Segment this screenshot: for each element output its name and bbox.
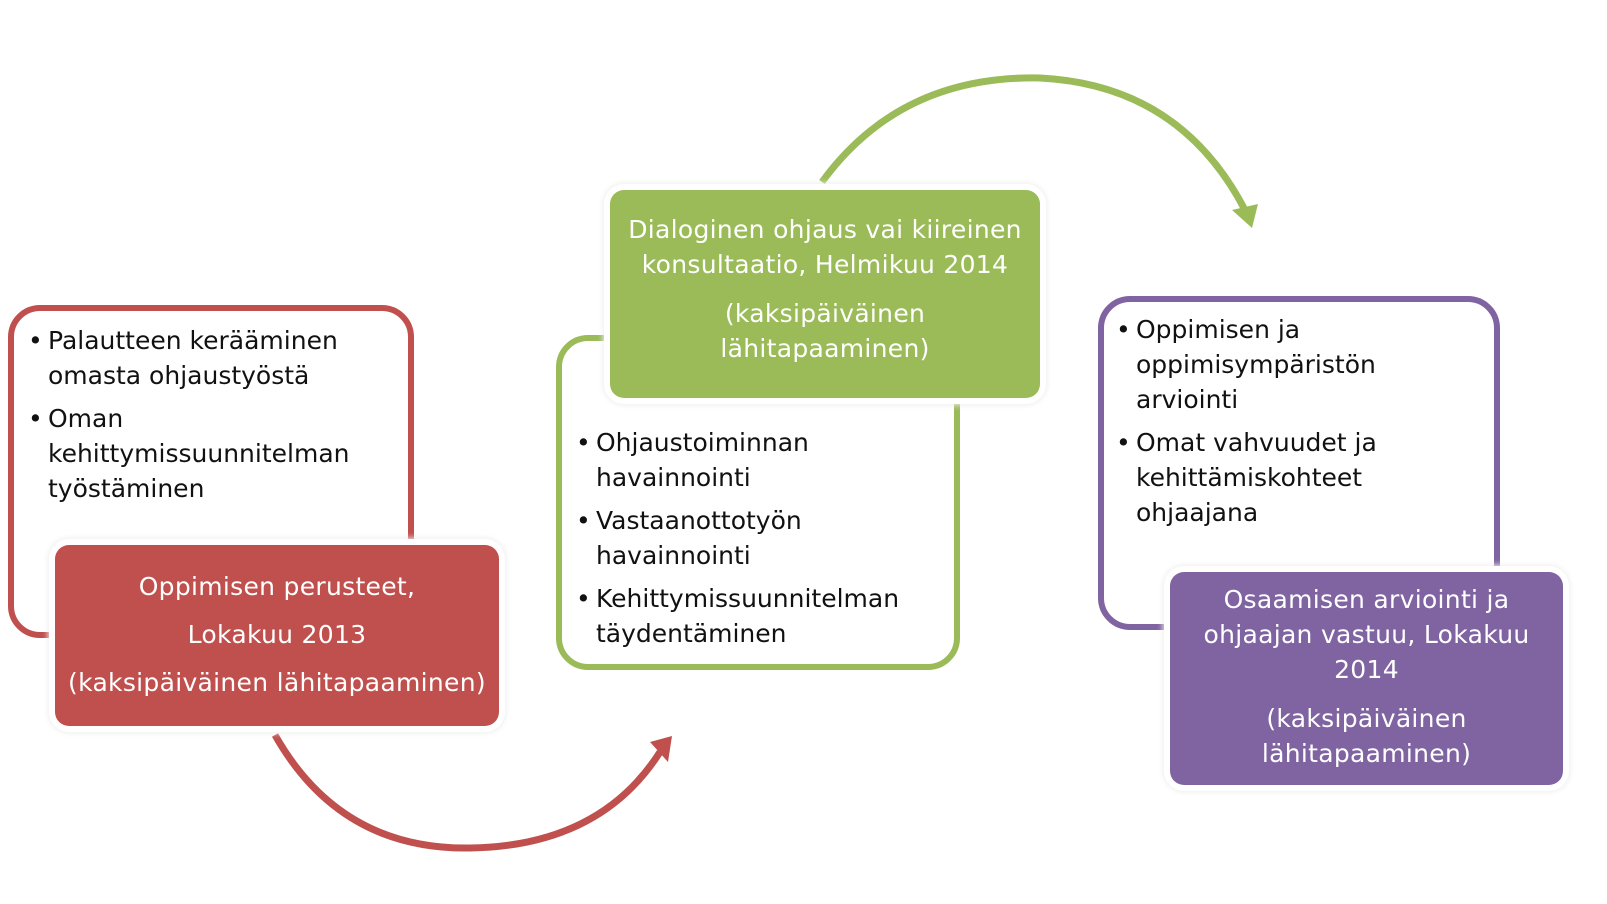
stage2-item: Ohjaustoiminnan havainnointi — [576, 425, 940, 495]
red-curved-arrow — [271, 733, 672, 852]
stage1-title: Oppimisen perusteet, — [138, 572, 416, 601]
green-curved-arrow — [819, 74, 1258, 228]
stage2-item: Kehittymissuunnitelman täydentäminen — [576, 581, 940, 651]
stage1-item: Palautteen kerääminen omasta ohjaustyöst… — [28, 323, 394, 393]
stage1-title-box: Oppimisen perusteet, Lokakuu 2013 (kaksi… — [55, 545, 499, 726]
stage2-title-box: Dialoginen ohjaus vai kiireinen konsulta… — [610, 190, 1040, 398]
stage1-date: Lokakuu 2013 — [187, 620, 367, 649]
stage3-item: Omat vahvuudet ja kehittämiskohteet ohja… — [1116, 425, 1406, 530]
stage1-item: Oman kehittymissuunnitelman työstäminen — [28, 401, 394, 506]
stage3-item: Oppimisen ja oppimisympäristön arviointi — [1116, 312, 1406, 417]
stage3-title-box: Osaamisen arviointi ja ohjaajan vastuu, … — [1170, 572, 1563, 785]
stage2-title: Dialoginen ohjaus vai kiireinen konsulta… — [628, 215, 1022, 279]
stage3-note: (kaksipäiväinen lähitapaaminen) — [1261, 704, 1472, 768]
stage1-note: (kaksipäiväinen lähitapaaminen) — [68, 668, 486, 697]
stage3-title: Osaamisen arviointi ja ohjaajan vastuu, … — [1203, 585, 1530, 684]
stage2-item: Vastaanottotyön havainnointi — [576, 503, 940, 573]
stage2-note: (kaksipäiväinen lähitapaaminen) — [720, 299, 930, 363]
